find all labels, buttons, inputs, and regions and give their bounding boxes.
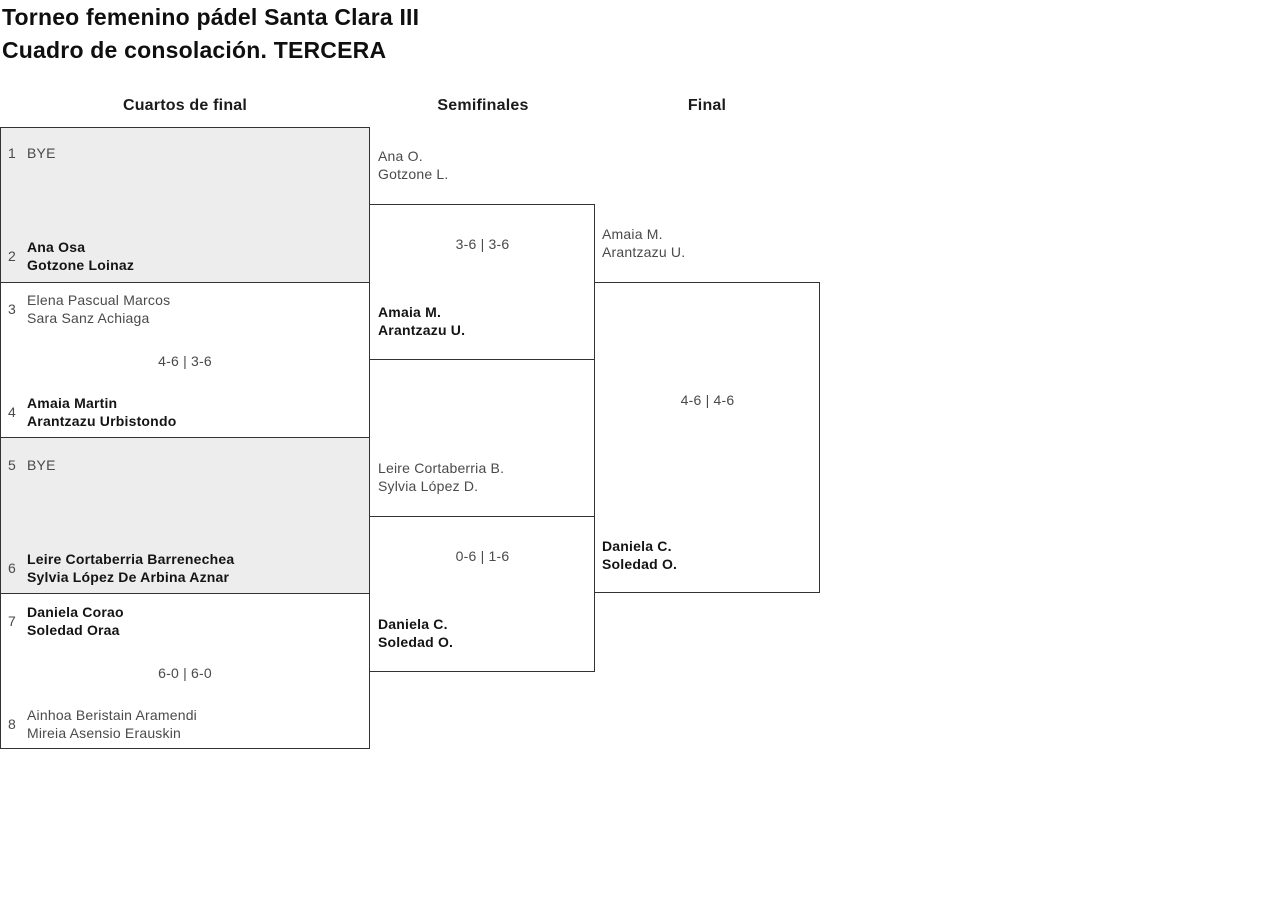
team-names: Daniela Corao Soledad Oraa: [27, 604, 124, 638]
team-names: Amaia Martin Arantzazu Urbistondo: [27, 395, 177, 429]
team-entry-qf2-bottom: 4 Amaia Martin Arantzazu Urbistondo: [8, 394, 176, 430]
team-entry-qf1-bottom: 2 Ana Osa Gotzone Loinaz: [8, 238, 134, 274]
team-names: Daniela C. Soledad O.: [602, 538, 678, 572]
page-title-line1: Torneo femenino pádel Santa Clara III: [2, 4, 420, 30]
match-box-sf2: [369, 516, 595, 672]
seed-number: 4: [8, 404, 16, 420]
team-entry-qf4-top: 7 Daniela Corao Soledad Oraa: [8, 603, 124, 639]
team-names: BYE: [27, 145, 56, 161]
match-score-final: 4-6 | 4-6: [680, 392, 735, 408]
seed-number: 1: [8, 145, 16, 161]
page-title-line2: Cuadro de consolación. TERCERA: [2, 37, 387, 63]
round-header-quarterfinals: Cuartos de final: [122, 97, 248, 114]
team-entry-qf3-bottom: 6 Leire Cortaberria Barrenechea Sylvia L…: [8, 550, 234, 586]
team-entry-sf1-top: Ana O. Gotzone L.: [378, 147, 449, 183]
team-names: Ana Osa Gotzone Loinaz: [27, 239, 135, 273]
team-names: Ainhoa Beristain Aramendi Mireia Asensio…: [27, 707, 197, 741]
match-box-qf1: [0, 127, 370, 283]
team-entry-qf4-bottom: 8 Ainhoa Beristain Aramendi Mireia Asens…: [8, 706, 197, 742]
team-names: BYE: [27, 457, 56, 473]
team-entry-final-bottom: Daniela C. Soledad O.: [602, 537, 677, 573]
seed-number: 8: [8, 716, 16, 732]
match-score-sf1: 3-6 | 3-6: [455, 236, 510, 252]
page-title: Torneo femenino pádel Santa Clara III Cu…: [2, 1, 419, 67]
team-names: Elena Pascual Marcos Sara Sanz Achiaga: [27, 292, 171, 326]
team-names: Leire Cortaberria B. Sylvia López D.: [378, 460, 505, 494]
team-entry-qf1-top: 1 BYE: [8, 144, 56, 162]
team-entry-qf3-top: 5 BYE: [8, 456, 56, 474]
team-names: Ana O. Gotzone L.: [378, 148, 449, 182]
team-entry-sf2-top: Leire Cortaberria B. Sylvia López D.: [378, 459, 504, 495]
round-header-semifinals: Semifinales: [437, 97, 529, 114]
team-entry-sf2-bottom: Daniela C. Soledad O.: [378, 615, 453, 651]
team-names: Leire Cortaberria Barrenechea Sylvia Lóp…: [27, 551, 235, 585]
match-score-qf2: 4-6 | 3-6: [158, 353, 212, 369]
seed-number: 3: [8, 301, 16, 317]
team-entry-sf1-bottom: Amaia M. Arantzazu U.: [378, 303, 465, 339]
team-names: Amaia M. Arantzazu U.: [602, 226, 686, 260]
round-header-final: Final: [687, 97, 727, 114]
team-names: Daniela C. Soledad O.: [378, 616, 454, 650]
team-names: Amaia M. Arantzazu U.: [378, 304, 466, 338]
team-entry-final-top: Amaia M. Arantzazu U.: [602, 225, 685, 261]
match-score-sf2: 0-6 | 1-6: [455, 548, 510, 564]
team-entry-qf2-top: 3 Elena Pascual Marcos Sara Sanz Achiaga: [8, 291, 170, 327]
match-box-qf3: [0, 437, 370, 594]
match-box-final: [594, 282, 820, 593]
match-score-qf4: 6-0 | 6-0: [158, 665, 212, 681]
seed-number: 6: [8, 560, 16, 576]
seed-number: 5: [8, 457, 16, 473]
seed-number: 7: [8, 613, 16, 629]
seed-number: 2: [8, 248, 16, 264]
